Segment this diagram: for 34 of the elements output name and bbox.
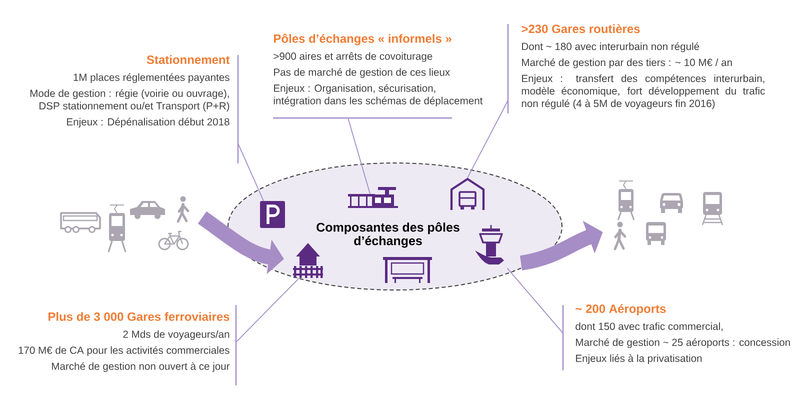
body-text: 170 M€ de CA pour les activités commerciales [18,346,230,356]
leader-line [236,278,300,343]
leader-line [238,142,264,202]
body-text: 2 Mds de voyageurs/an [123,330,230,340]
leader-line [467,100,508,178]
body-text: Enjeux liés à la privatisation [576,354,702,364]
garage-icon [450,178,485,210]
transport-icons [614,180,724,250]
heading: ~ 200 Aéroports [576,304,666,316]
body-text: Dont ~ 180 avec interurbain non régulé [522,42,700,52]
control-tower-icon [475,225,504,264]
heading: >230 Gares routières [522,24,640,34]
body-text: Pas de marché de gestion de ces lieux [274,68,450,78]
body-text: Marché de gestion ~ 25 aéroports : concession [576,338,790,348]
transport-icons [60,196,190,253]
heading: Plus de 3 000 Gares ferroviaires [48,312,230,321]
heading: Pôles d’échanges « informels » [274,34,452,46]
title-text: Composantes des pôles d’échanges [316,222,460,248]
body-text: Enjeux : Organisation, sécurisation, intégration dans les schémas de déplacement [274,84,483,106]
body-text: dont 150 avec trafic commercial, [576,322,723,332]
leader-line [506,268,564,334]
body-text: Mode de gestion : régie (voirie ou ouvrage), DSP stationnement ou/et Transport (P+R) [30,89,230,112]
body-text: 1M places réglementées payantes [74,73,230,84]
leader-line [348,118,370,194]
heading: Stationnement [146,55,230,64]
body-text: Marché de gestion non ouvert à ce jour [52,362,230,372]
dashed-ellipse [228,162,562,290]
parking-icon [260,201,285,228]
body-text: Enjeux : transfert des compétences interurbain, modèle économique, fort développement du trafic non régulé (4 à 5M de voyageurs fin 2016) [522,74,765,110]
station-icon [348,187,398,208]
body-text: Marché de gestion par des tiers : ~ 10 M€ / an [522,58,732,68]
house-icon [293,243,323,278]
body-text: Enjeux : Dépénalisation début 2018 [67,118,230,128]
body-text: >900 aires et arrêts de covoiturage [274,52,432,62]
